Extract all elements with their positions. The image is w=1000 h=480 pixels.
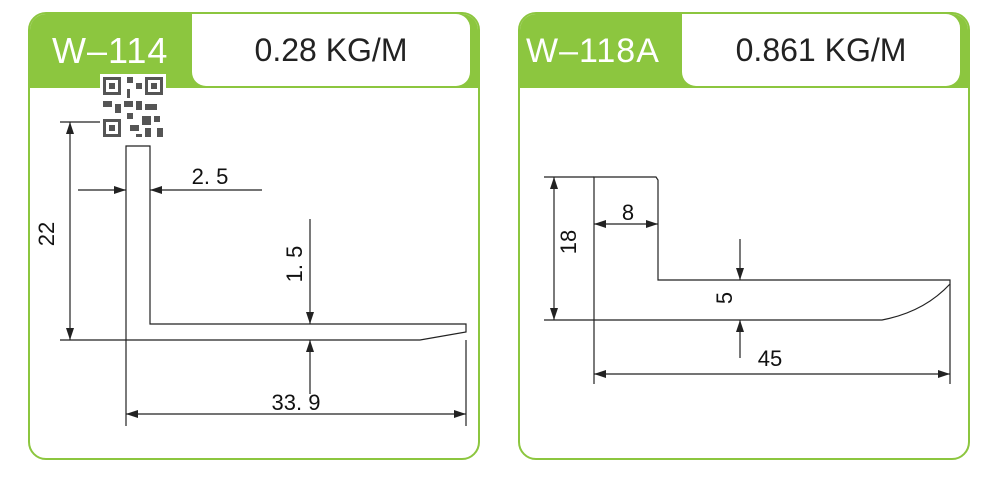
profile-outline xyxy=(593,176,951,321)
profile-outline xyxy=(125,145,467,341)
vertical-thickness-label: 2. 5 xyxy=(192,164,229,189)
profile-card-w114: W–114 0.28 KG/M xyxy=(28,12,480,460)
step-width-label: 8 xyxy=(622,200,634,225)
weight-label: 0.861 KG/M xyxy=(682,14,960,86)
width-label: 33. 9 xyxy=(272,390,321,415)
profile-drawing-w114: 22 2. 5 1. 5 33. 9 xyxy=(34,121,467,426)
model-code: W–118A xyxy=(526,32,660,70)
base-thickness-label: 5 xyxy=(712,292,737,304)
profile-card-w118a: W–118A 0.861 KG/M xyxy=(518,12,970,460)
weight-label: 0.28 KG/M xyxy=(192,14,470,86)
height-label: 22 xyxy=(34,222,59,246)
profile-drawing-w118a: 18 8 5 45 xyxy=(544,176,951,384)
model-code: W–114 xyxy=(52,30,169,71)
height-label: 18 xyxy=(556,230,581,254)
base-thickness-label: 1. 5 xyxy=(282,246,307,283)
qr-code-icon xyxy=(100,74,166,140)
width-label: 45 xyxy=(758,346,782,371)
